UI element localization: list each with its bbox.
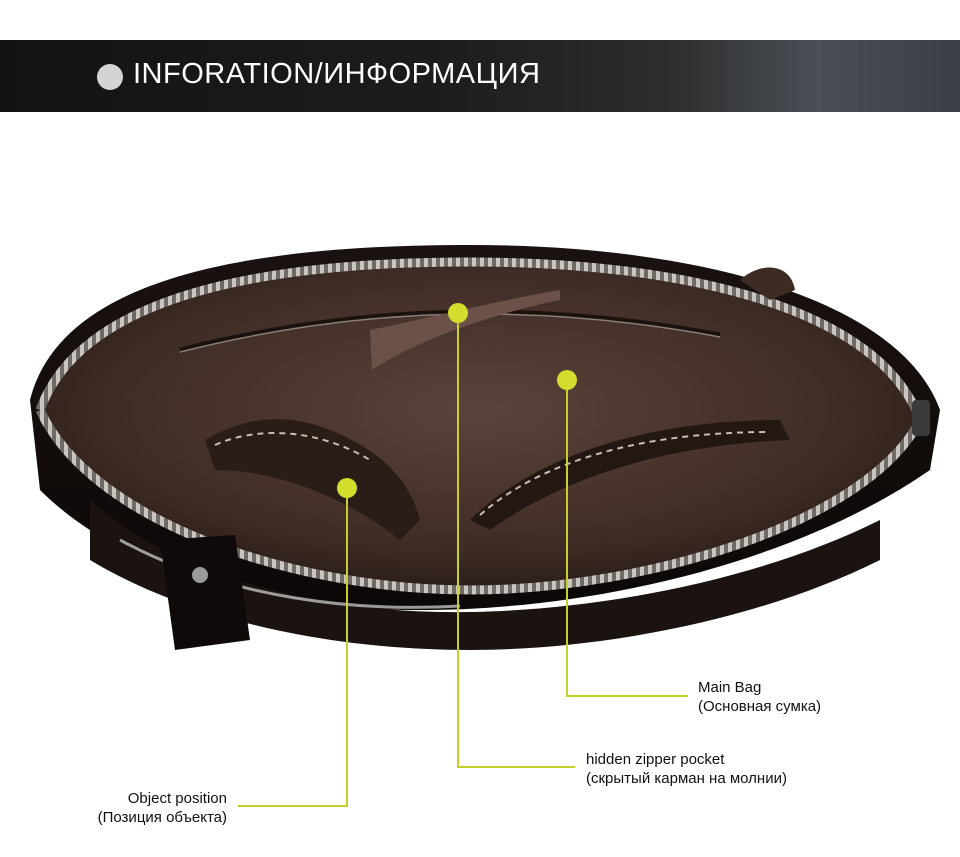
- object-position-leader-horizontal: [238, 805, 348, 807]
- zipper-pocket-marker: [448, 303, 468, 323]
- main-bag-label-en: Main Bag: [698, 679, 762, 696]
- zipper-pocket-leader-horizontal: [457, 766, 575, 768]
- section-title: INFORATION/ИНФОРМАЦИЯ: [133, 58, 541, 90]
- bag-interior-photo: [30, 245, 940, 650]
- zipper-pocket-label: hidden zipper pocket (скрытый карман на …: [586, 750, 787, 788]
- object-position-label-ru: (Позиция объекта): [97, 809, 227, 826]
- zipper-pocket-label-en: hidden zipper pocket: [586, 751, 725, 768]
- main-bag-label: Main Bag (Основная сумка): [698, 678, 821, 716]
- bullet-circle-icon: [97, 64, 123, 90]
- object-position-leader-vertical: [346, 498, 348, 806]
- main-bag-marker: [557, 370, 577, 390]
- zipper-pocket-label-ru: (скрытый карман на молнии): [586, 770, 787, 787]
- object-position-label: Object position (Позиция объекта): [98, 789, 227, 827]
- object-position-label-en: Object position: [127, 790, 227, 807]
- main-bag-leader-horizontal: [566, 695, 688, 697]
- zipper-pocket-leader-vertical: [457, 323, 459, 767]
- main-bag-leader-vertical: [566, 390, 568, 696]
- main-bag-label-ru: (Основная сумка): [698, 698, 822, 715]
- object-position-marker: [337, 478, 357, 498]
- header-banner: [0, 40, 960, 112]
